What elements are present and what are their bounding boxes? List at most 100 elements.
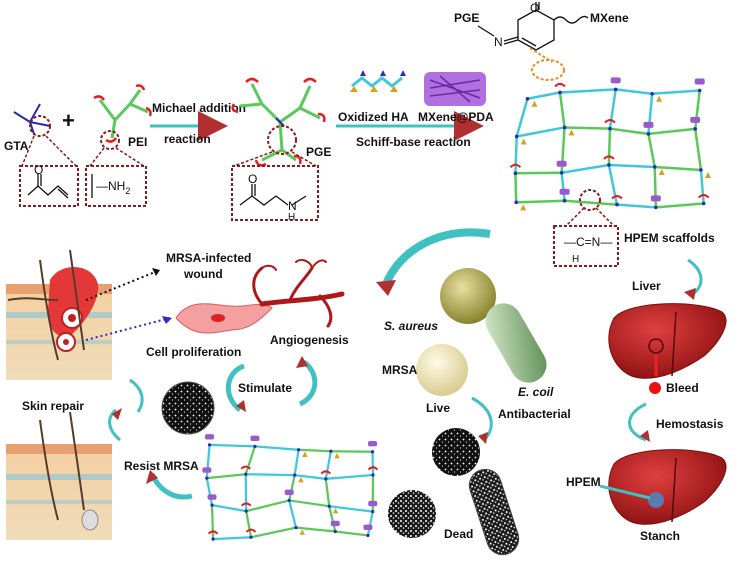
imine-h: H xyxy=(572,254,579,265)
network-node xyxy=(607,163,611,167)
network-bond xyxy=(560,172,566,201)
angiogenesis-icon xyxy=(252,259,345,328)
network-node xyxy=(371,473,375,477)
mxene-pda-icon xyxy=(424,72,486,106)
network-end-mxene xyxy=(363,524,373,531)
network-bond xyxy=(210,505,215,540)
network-node xyxy=(253,444,257,448)
network-bond xyxy=(616,203,656,209)
network-node xyxy=(693,127,698,131)
network-node xyxy=(697,88,702,93)
liver-bottom-icon xyxy=(608,449,727,525)
network-bond xyxy=(654,165,702,172)
quinone-oxygen: O xyxy=(530,1,539,15)
network-end-yellow xyxy=(298,476,304,483)
plus-sign: + xyxy=(62,108,75,133)
mrsa-stain-round xyxy=(161,381,215,435)
mrsa-wound-label-2: wound xyxy=(183,267,223,281)
pge-top-label: PGE xyxy=(454,11,479,25)
network-bond xyxy=(608,89,617,129)
e-coil-label: E. coil xyxy=(518,385,554,399)
oxidized-ha-label: Oxidized HA xyxy=(338,110,409,124)
imine-zoom-circle xyxy=(579,189,601,211)
network-end-red xyxy=(320,470,332,475)
network-bond xyxy=(245,473,295,477)
network-end-mxene xyxy=(610,77,621,84)
cell-proliferation-label: Cell proliferation xyxy=(146,345,241,359)
network-bond xyxy=(514,136,518,174)
network-end-mxene xyxy=(643,121,654,128)
skin-infected-icon xyxy=(6,249,112,380)
stanch-label: Stanch xyxy=(640,529,680,543)
mxene-pda-label: MXene@PDA xyxy=(418,110,494,124)
wound-pointer xyxy=(85,269,161,301)
stimulate-arrow-left xyxy=(225,363,246,412)
network-bond xyxy=(607,128,612,166)
network-node xyxy=(296,448,301,452)
antibacterial-arrow xyxy=(471,396,493,442)
s-aureus-label: S. aureus xyxy=(384,319,438,333)
network-end-mxene xyxy=(690,116,701,123)
network-node xyxy=(205,476,209,480)
angiogenesis-label: Angiogenesis xyxy=(270,333,349,347)
network-node xyxy=(514,200,519,205)
network-end-mxene xyxy=(284,489,294,496)
network-bond xyxy=(516,126,565,138)
pge-oxygen: O xyxy=(248,172,257,186)
network-bond xyxy=(293,449,300,476)
network-end-mxene xyxy=(368,440,378,447)
amine-text: —NH2 xyxy=(96,179,130,196)
network-bond xyxy=(211,504,247,513)
network-end-yellow xyxy=(656,95,663,102)
mrsa-wound-label-1: MRSA-infected xyxy=(166,251,251,265)
acrylate-oxygen: O xyxy=(34,163,43,177)
network-bond xyxy=(250,526,297,539)
resist-mrsa-arrow xyxy=(149,472,193,500)
network-bond xyxy=(559,88,616,94)
bleed-label: Bleed xyxy=(666,381,699,395)
network-end-mxene xyxy=(650,195,661,202)
pge-nh-h: H xyxy=(288,212,295,223)
network-bond xyxy=(608,163,655,169)
mxene-link-circle xyxy=(531,59,565,81)
network-bond xyxy=(693,90,701,129)
network-bond xyxy=(699,169,705,204)
oxidized-ha-icon xyxy=(350,70,406,92)
mxene-top-label: MXene xyxy=(590,11,629,25)
network-bond xyxy=(516,199,565,204)
network-end-yellow xyxy=(704,171,711,178)
network-node xyxy=(327,504,331,508)
pge-label: PGE xyxy=(306,145,331,159)
network-end-mxene xyxy=(330,520,340,527)
network-bond xyxy=(648,127,696,136)
network-bond xyxy=(244,446,257,475)
network-bond xyxy=(366,511,374,536)
network-node xyxy=(613,87,618,92)
network-end-yellow xyxy=(568,129,575,136)
network-node xyxy=(210,503,214,507)
network-node xyxy=(207,443,212,447)
skin-healed-icon xyxy=(6,411,112,540)
network-end-mxene xyxy=(694,78,705,85)
hpem-patch-icon xyxy=(648,492,664,508)
network-bond xyxy=(607,164,619,205)
bleed-drop-icon xyxy=(649,382,661,394)
gta-zoom-circle xyxy=(29,115,51,137)
network-node xyxy=(608,126,612,131)
network-node xyxy=(513,171,518,176)
quinone-imine-structure xyxy=(477,2,589,51)
network-end-red xyxy=(603,155,615,160)
network-end-red xyxy=(604,119,616,124)
imine-structure-box xyxy=(553,225,619,267)
liver-top-icon xyxy=(608,303,727,379)
network-bond xyxy=(295,526,336,533)
pei-label: PEI xyxy=(128,135,147,149)
pei-zoom-circle xyxy=(100,130,120,150)
hpem-scaffolds-label: HPEM scaffolds xyxy=(624,231,715,245)
network-bond xyxy=(652,89,700,96)
network-bond xyxy=(515,98,529,137)
pei-structure-box xyxy=(85,165,147,207)
hemostasis-label: Hemostasis xyxy=(656,417,724,431)
imine-n: N xyxy=(494,35,503,49)
